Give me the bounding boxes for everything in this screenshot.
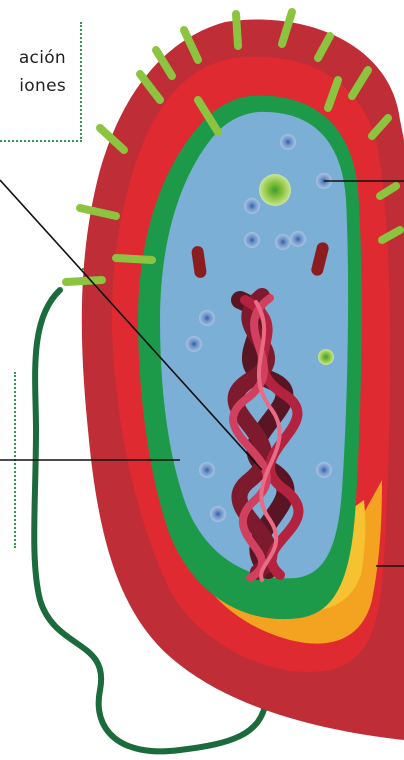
granule bbox=[259, 174, 291, 206]
granule-small bbox=[318, 349, 334, 365]
